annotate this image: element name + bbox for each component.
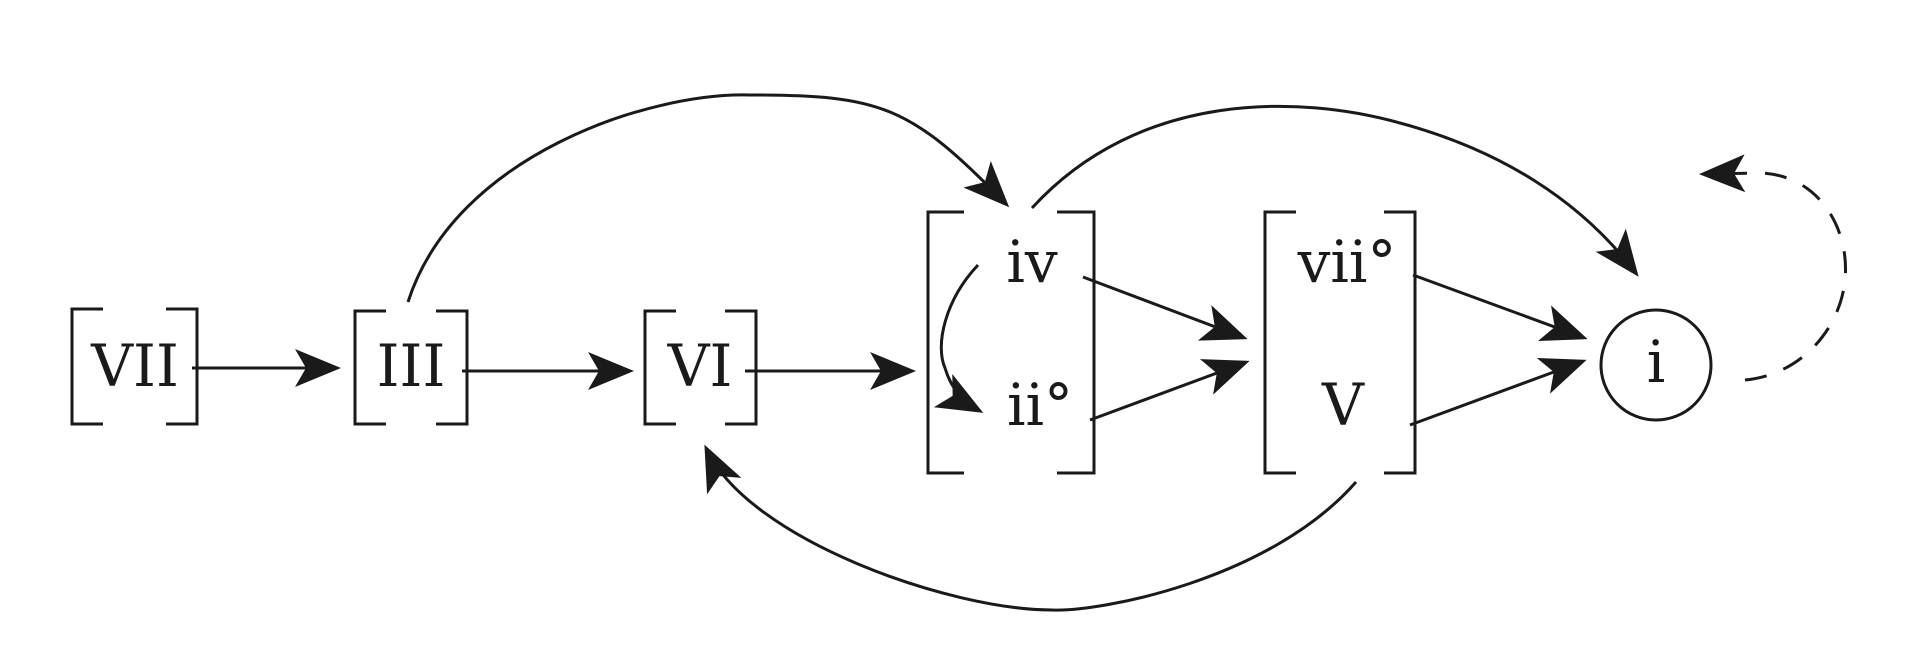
edge-v-to-vi xyxy=(704,444,1358,612)
bracket-right xyxy=(725,309,758,426)
bracket-group-subdominant xyxy=(926,210,1096,475)
bracket-left xyxy=(643,309,676,426)
chord-ii-dim-label: ii° xyxy=(1007,371,1073,439)
edge-tonic-return xyxy=(1699,154,1848,382)
bracket-right xyxy=(436,309,469,426)
chord-iv-label: iv xyxy=(1006,228,1058,296)
edge-iv-to-dominant xyxy=(1082,275,1248,341)
edge-vii-dim-to-tonic xyxy=(1412,273,1588,342)
edge-v-to-tonic xyxy=(1409,357,1587,427)
chord-iii-label: III xyxy=(377,332,446,400)
chord-vii-dim-label: vii° xyxy=(1297,228,1397,296)
edge-ii-dim-to-dominant xyxy=(1089,359,1250,422)
bracket-right xyxy=(1384,210,1417,475)
bracket-right xyxy=(1057,210,1096,475)
bracket-group-iii xyxy=(353,309,469,426)
bracket-left xyxy=(70,307,103,426)
bracket-group-dominant xyxy=(1263,210,1417,475)
bracket-group-vi xyxy=(643,309,758,426)
edge-iv-to-tonic xyxy=(1030,104,1639,277)
bracket-left xyxy=(926,210,964,475)
bracket-left xyxy=(1263,210,1296,475)
bracket-left xyxy=(353,309,386,426)
edge-iv-to-ii-dim xyxy=(933,263,984,413)
chord-i-label: i xyxy=(1647,328,1666,396)
chord-v-label: V xyxy=(1321,371,1365,439)
chord-vii-label: VII xyxy=(90,332,179,400)
chord-vi-label: VI xyxy=(667,332,733,400)
tonic-circle xyxy=(1599,308,1713,422)
edge-iii-to-iv xyxy=(406,93,1010,303)
